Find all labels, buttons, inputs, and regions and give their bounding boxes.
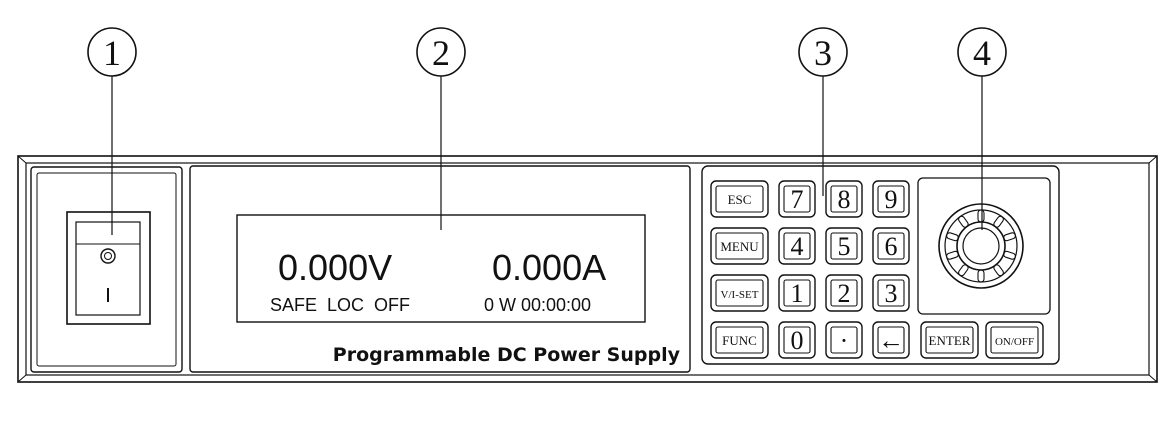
current-readout: 0.000A [492,247,606,288]
knob-grip-notch [958,264,969,277]
brand-text: Programmable DC Power Supply [333,344,681,366]
digit-0-key-label: 0 [791,326,804,355]
vi-set-key[interactable]: V/I-SET [710,274,769,312]
knob-grip-notch [958,215,969,228]
digit-3-key-label: 3 [885,279,898,308]
digit-1-key[interactable]: 1 [778,274,816,312]
callout-2-number: 2 [432,33,450,73]
rotary-encoder-knob[interactable] [938,203,1024,289]
knob-grip-notch [993,215,1004,228]
digit-2-key[interactable]: 2 [825,274,863,312]
knob-grip-notch [1003,250,1016,260]
enter-key[interactable]: ENTER [920,321,979,359]
status-indicators: SAFE LOC OFF [270,295,410,315]
digit-2-key-label: 2 [838,279,851,308]
digit-1-key-label: 1 [791,279,804,308]
esc-key-label: ESC [728,192,752,207]
knob-grip-notch [977,269,985,283]
knob-grip-notch [993,264,1004,277]
digit-6-key[interactable]: 6 [872,227,910,265]
output-on-off-key[interactable]: ON/OFF [985,321,1044,359]
display-section: 0.000V 0.000A SAFE LOC OFF 0 W 00:00:00 … [189,76,691,373]
backspace-key-label: ← [878,326,904,355]
digit-3-key[interactable]: 3 [872,274,910,312]
digit-4-key[interactable]: 4 [778,227,816,265]
chassis [17,155,1158,383]
backspace-key[interactable]: ← [872,321,910,359]
digit-9-key[interactable]: 9 [872,180,910,218]
enter-key-label: ENTER [929,333,971,348]
digit-7-key[interactable]: 7 [778,180,816,218]
digit-6-key-label: 6 [885,232,898,261]
callout-1: 1 [87,27,137,77]
callout-3-number: 3 [814,33,832,73]
keypad-section [701,76,1060,365]
vi-set-key-label: V/I-SET [721,289,759,301]
knob-grip-notch [946,232,959,242]
power-off-symbol-icon [100,248,116,264]
func-key[interactable]: FUNC [710,321,769,359]
knob-grip-notch [1003,232,1016,242]
callout-3: 3 [798,27,848,77]
digit-0-key[interactable]: 0 [778,321,816,359]
knob-grip-notch [977,209,985,223]
menu-key[interactable]: MENU [710,227,769,265]
power-time-readout: 0 W 00:00:00 [484,295,591,315]
knob-grip-notch [946,250,959,260]
func-key-label: FUNC [722,333,757,348]
callout-1-number: 1 [103,33,121,73]
digit-5-key-label: 5 [838,232,851,261]
callout-4-number: 4 [973,33,991,73]
output-on-off-key-label: ON/OFF [995,336,1034,348]
digit-8-key[interactable]: 8 [825,180,863,218]
digit-4-key-label: 4 [791,232,804,261]
callout-2: 2 [416,27,466,77]
digit-8-key-label: 8 [838,185,851,214]
knob-section [917,76,1051,315]
power-switch-section [30,76,183,373]
esc-key[interactable]: ESC [710,180,769,218]
decimal-point-key[interactable]: · [825,321,863,359]
digit-7-key-label: 7 [791,185,804,214]
power-switch[interactable] [66,211,151,325]
callout-4: 4 [957,27,1007,77]
lcd-screen [236,214,646,323]
menu-key-label: MENU [720,239,759,254]
decimal-point-key-label: · [840,326,849,355]
digit-5-key[interactable]: 5 [825,227,863,265]
digit-9-key-label: 9 [885,185,898,214]
voltage-readout: 0.000V [278,247,392,288]
